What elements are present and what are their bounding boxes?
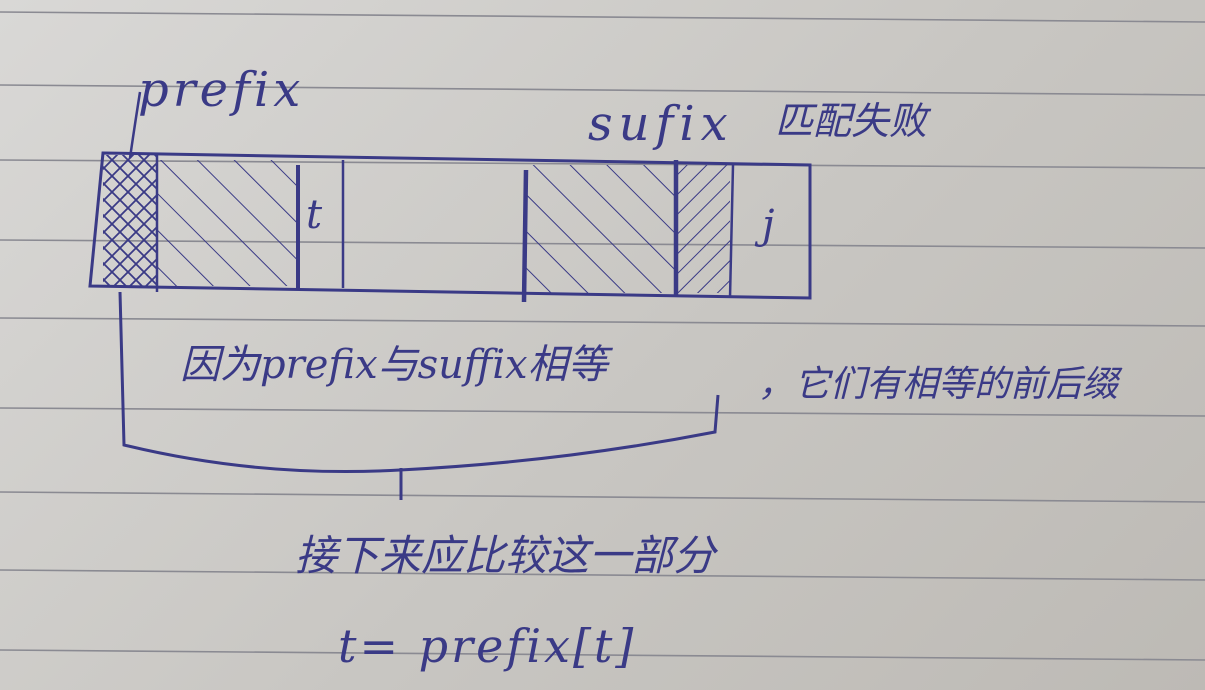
suffix-label: sufix (588, 96, 734, 152)
string-array: t j (88, 151, 812, 303)
suffix-extended-region (525, 165, 675, 293)
prefix-pointer (128, 91, 142, 159)
prefix-extended-region (157, 160, 297, 286)
array-outline (88, 151, 812, 300)
mismatch-label: 匹配失败 (775, 99, 932, 143)
explanation-text: 因为prefix与suffix相等 (180, 342, 614, 388)
divider-j-left (728, 164, 735, 299)
j-cell-label: j (754, 202, 774, 248)
next-step-text: 接下来应比较这一部分 (295, 531, 719, 580)
formula-text: t= prefix[t] (338, 619, 636, 673)
divider-suffix-start (521, 169, 529, 303)
explanation-continuation: ，它们有相等的前后缀 (758, 364, 1123, 405)
prefix-region (103, 155, 157, 286)
t-cell-label: t (306, 192, 323, 238)
prefix-label: prefix (138, 62, 304, 118)
suffix-region (675, 165, 730, 293)
